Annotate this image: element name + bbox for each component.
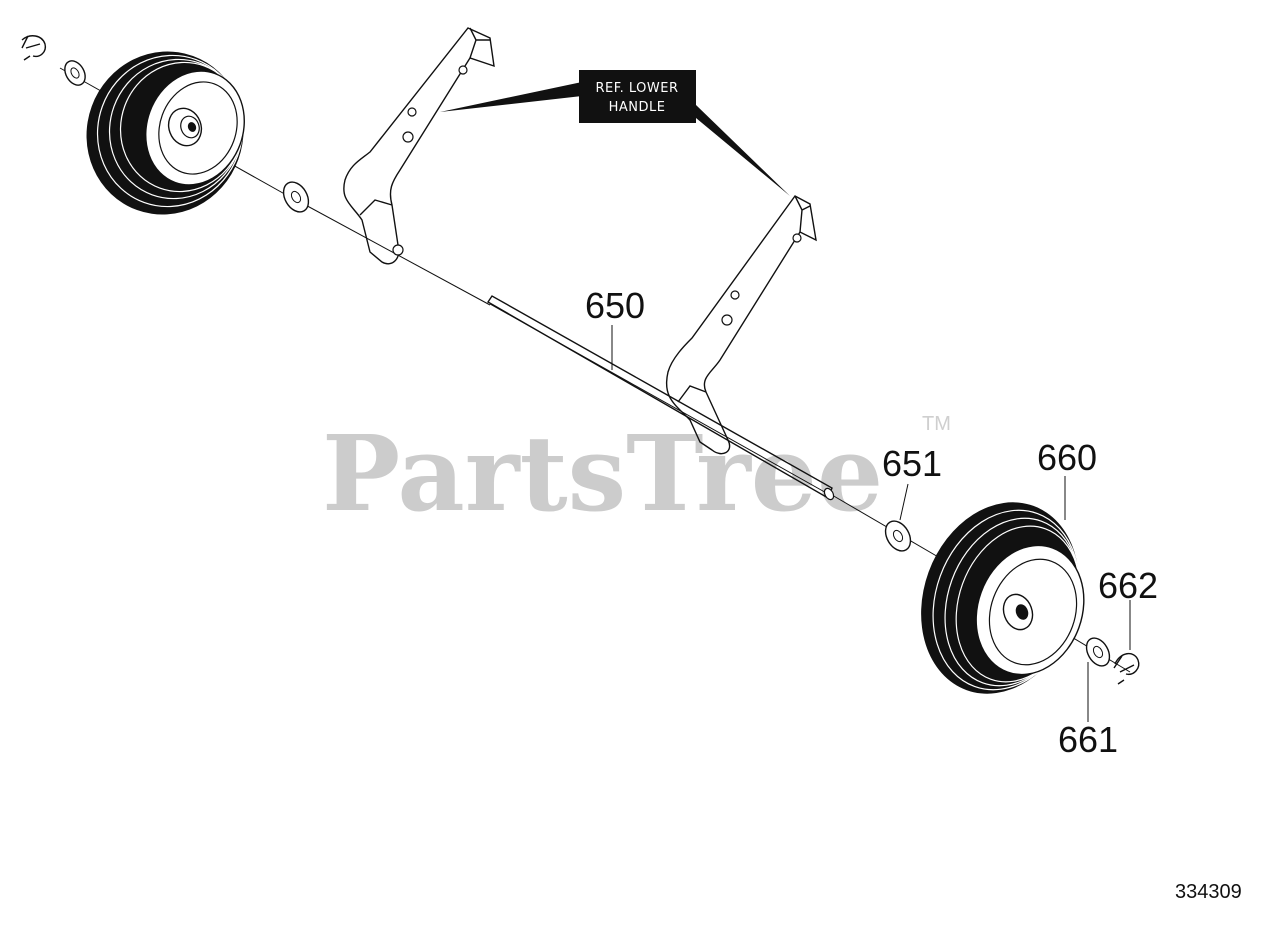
left-inner-washer — [282, 181, 310, 213]
figure-number: 334309 — [1175, 881, 1242, 903]
ref-lower-handle-label: REF. LOWER HANDLE — [440, 70, 790, 196]
callout-661: 661 — [1058, 719, 1118, 760]
watermark-text: PartsTree — [322, 412, 883, 535]
left-handle-bracket — [343, 27, 495, 265]
watermark-trademark: TM — [922, 413, 951, 435]
right-wheel — [921, 502, 1085, 694]
right-inner-washer — [884, 520, 912, 552]
axle-rod — [487, 295, 835, 501]
ref-label-line1: REF. LOWER — [595, 81, 678, 96]
ref-label-line2: HANDLE — [609, 100, 666, 115]
right-handle-bracket — [665, 195, 817, 455]
left-retainer-clip — [21, 35, 47, 61]
callout-650: 650 — [585, 285, 645, 326]
callout-662: 662 — [1098, 565, 1158, 606]
callout-660: 660 — [1037, 437, 1097, 478]
left-outer-washer — [64, 60, 86, 86]
callout-651: 651 — [882, 443, 942, 484]
right-retainer-clip — [1113, 653, 1140, 685]
callout-leaders — [611, 325, 1131, 722]
right-outer-washer — [1085, 637, 1111, 667]
left-wheel — [86, 51, 245, 215]
